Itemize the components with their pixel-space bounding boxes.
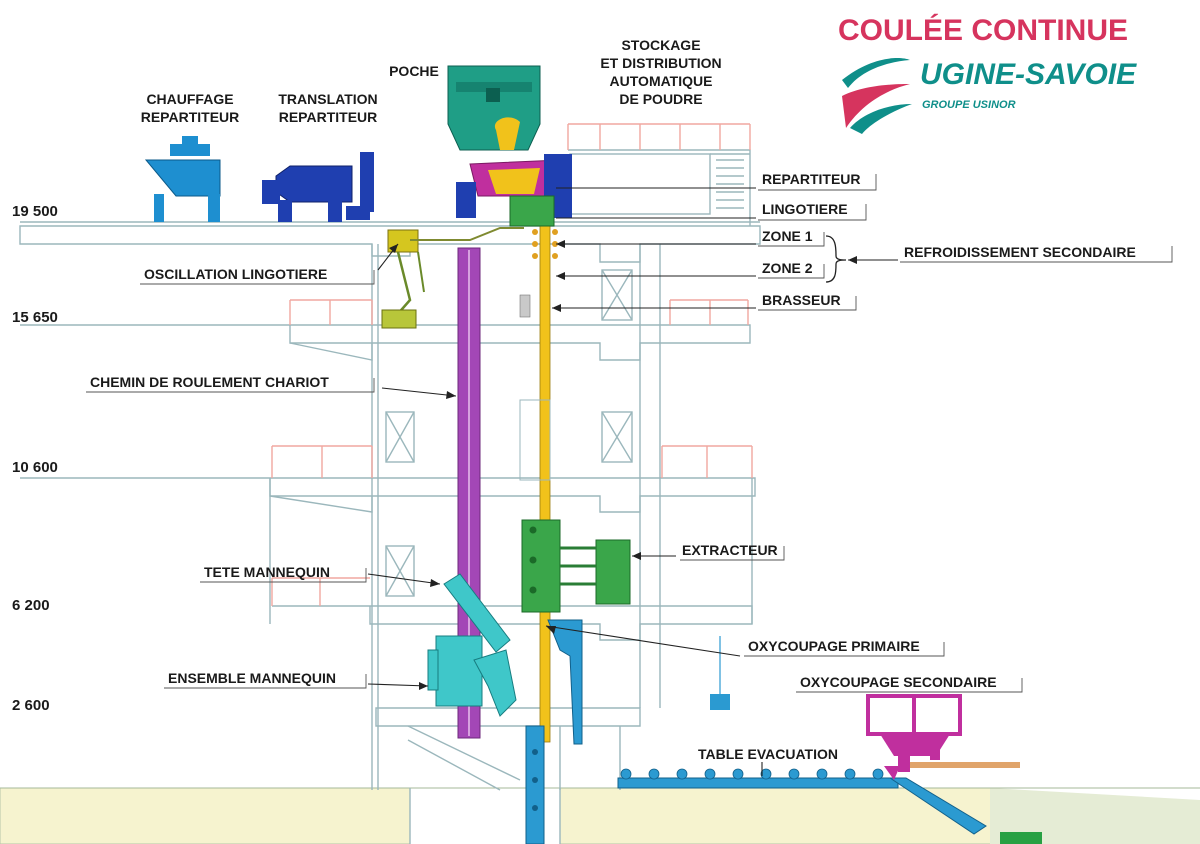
label-ensemble-mannequin: ENSEMBLE MANNEQUIN — [168, 670, 336, 686]
label-chauffage-line2: REPARTITEUR — [141, 109, 240, 125]
level-19500: 19 500 — [12, 203, 58, 220]
level-2600: 2 600 — [12, 697, 50, 714]
level-6200: 6 200 — [12, 597, 50, 614]
label-repartiteur: REPARTITEUR — [762, 171, 861, 187]
label-extracteur: EXTRACTEUR — [682, 542, 778, 558]
runout-table — [617, 762, 1020, 835]
label-chemin: CHEMIN DE ROULEMENT CHARIOT — [90, 374, 329, 390]
label-translation-line2: REPARTITEUR — [279, 109, 378, 125]
label-zone1: ZONE 1 — [762, 228, 813, 244]
ground-floor — [0, 787, 1200, 844]
label-brasseur: BRASSEUR — [762, 292, 841, 308]
ladle — [447, 65, 541, 151]
label-frames — [86, 174, 1173, 693]
dummy-bar — [427, 573, 517, 717]
tundish — [456, 154, 572, 227]
header-logo: COULÉE CONTINUE UGINE-SAVOIE GROUPE USIN… — [838, 13, 1137, 134]
mould-oscillator — [381, 227, 524, 329]
label-oxy-secondaire: OXYCOUPAGE SECONDAIRE — [800, 674, 997, 690]
label-oxy-primaire: OXYCOUPAGE PRIMAIRE — [748, 638, 920, 654]
brand-name: UGINE-SAVOIE — [920, 58, 1137, 91]
diagram-title: COULÉE CONTINUE — [838, 13, 1128, 47]
brand-group: GROUPE USINOR — [922, 99, 1016, 111]
label-stockage-line3: AUTOMATIQUE — [610, 73, 713, 89]
label-oscillation: OSCILLATION LINGOTIERE — [144, 266, 327, 282]
elevation-levels: 19 500 15 650 10 600 6 200 2 600 — [12, 203, 58, 714]
casting-strand — [519, 225, 558, 743]
component-labels: CHAUFFAGE REPARTITEUR TRANSLATION REPART… — [90, 37, 1136, 762]
label-translation-line1: TRANSLATION — [278, 91, 377, 107]
primary-torch-cutter — [525, 619, 730, 844]
label-lingotiere: LINGOTIERE — [762, 201, 848, 217]
label-tete-mannequin: TETE MANNEQUIN — [204, 564, 330, 580]
level-15650: 15 650 — [12, 309, 58, 326]
ugine-savoie-logo: UGINE-SAVOIE GROUPE USINOR — [842, 58, 1137, 134]
label-zone2: ZONE 2 — [762, 260, 813, 276]
tundish-heater — [144, 136, 221, 222]
level-10600: 10 600 — [12, 459, 58, 476]
label-stockage-line2: ET DISTRIBUTION — [600, 55, 721, 71]
railings — [271, 123, 753, 606]
tundish-car — [262, 152, 374, 222]
label-table-evacuation: TABLE EVACUATION — [698, 746, 838, 762]
label-refroidissement: REFROIDISSEMENT SECONDAIRE — [904, 244, 1136, 260]
label-stockage-line4: DE POUDRE — [619, 91, 702, 107]
building-structure — [19, 149, 761, 844]
secondary-torch-cutter — [866, 694, 962, 780]
label-stockage-line1: STOCKAGE — [621, 37, 700, 53]
label-poche: POCHE — [389, 63, 439, 79]
withdrawal-unit — [521, 519, 631, 613]
leader-lines — [367, 187, 898, 776]
label-chauffage-line1: CHAUFFAGE — [146, 91, 233, 107]
